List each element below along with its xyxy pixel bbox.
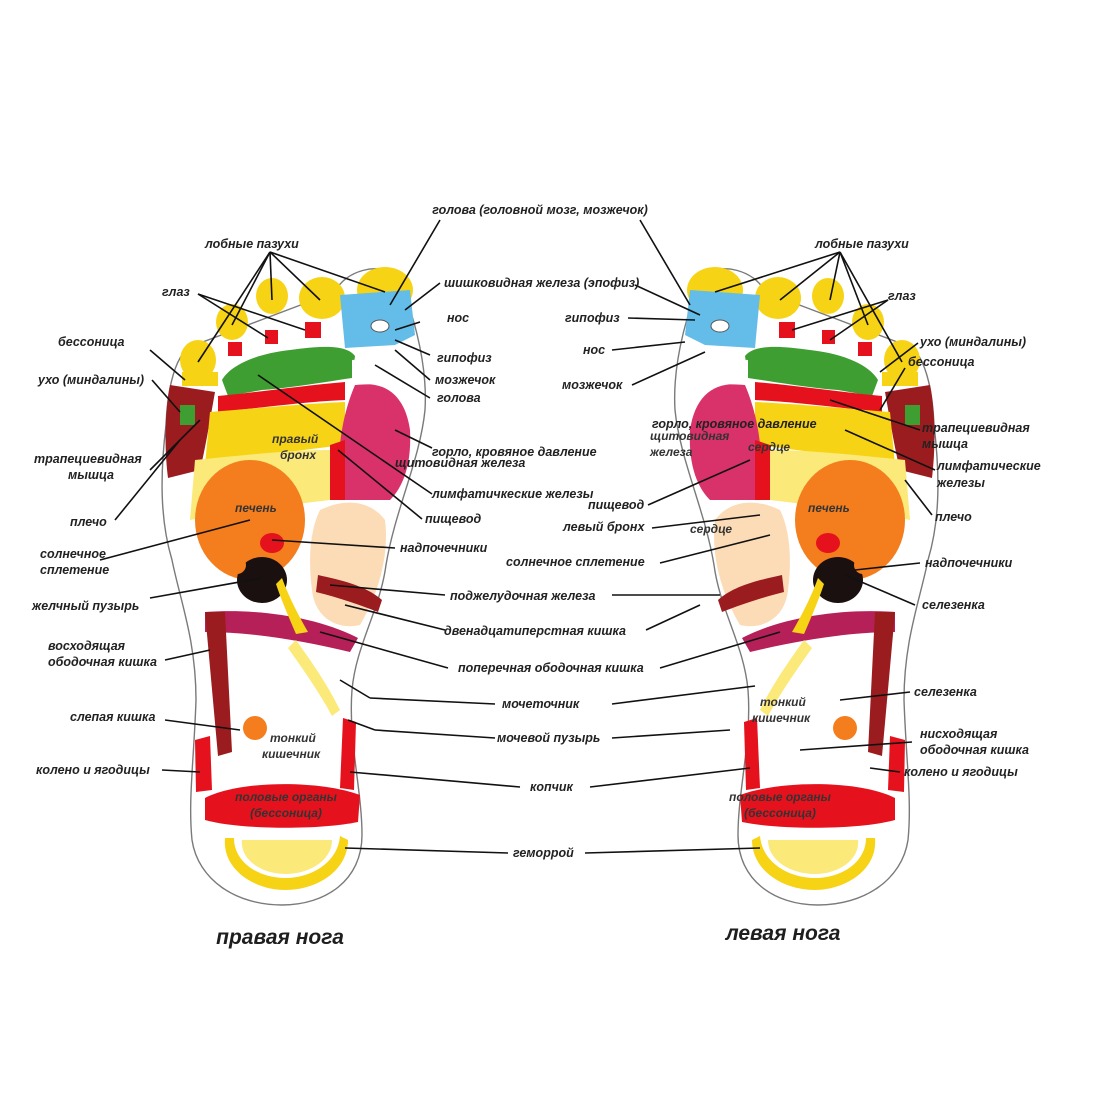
label-left-genitals-1: половые органы — [729, 790, 832, 804]
label-left-intestine-1: тонкий — [760, 695, 807, 709]
label-pancreas: поджелудочная железа — [450, 589, 595, 603]
label-left-lymph-1: лимфатические — [936, 459, 1041, 473]
label-throat-center: горло, кровяное давление — [432, 445, 597, 459]
label-left-colon-2: ободочная кишка — [920, 743, 1029, 757]
label-left-sinuses: лобные пазухи — [814, 237, 909, 251]
label-left-intestine-2: кишечник — [752, 711, 811, 725]
label-right-solar-1: солнечное — [40, 547, 106, 561]
label-right-nose: нос — [447, 311, 469, 325]
label-solar-center: солнечное сплетение — [506, 555, 645, 569]
label-right-colon-1: восходящая — [48, 639, 126, 653]
label-right-colon-2: ободочная кишка — [48, 655, 157, 669]
label-adrenals-center: надпочечники — [400, 541, 488, 555]
caption-right-foot: правая нога — [216, 926, 344, 949]
label-head-full: голова (головной мозг, мозжечок) — [432, 203, 648, 217]
label-right-esophagus: пищевод — [425, 512, 481, 526]
label-duodenum: двенадцатиперстная кишка — [444, 624, 626, 638]
label-right-appendix: слепая кишка — [70, 710, 156, 724]
leader-lines — [99, 219, 936, 854]
label-left-trapezius-2: мышца — [922, 437, 968, 451]
label-pineal: шишковидная железа (эпофиз) — [444, 276, 639, 290]
label-left-thyroid-2: железа — [649, 445, 693, 459]
label-left-heart-2: сердце — [690, 522, 732, 536]
label-left-insomnia: бессоница — [908, 355, 974, 369]
caption-left-foot: левая нога — [725, 922, 841, 945]
label-right-bronchus-2: бронх — [280, 448, 317, 462]
label-left-pituitary: гипофиз — [565, 311, 620, 325]
label-left-cerebellum: мозжечок — [562, 378, 623, 392]
label-left-bronchus: левый бронх — [562, 520, 645, 534]
label-right-bronchus-1: правый — [272, 432, 319, 446]
label-right-head: голова — [437, 391, 481, 405]
label-right-sinuses: лобные пазухи — [204, 237, 299, 251]
label-transverse-colon: поперечная ободочная кишка — [458, 661, 644, 675]
label-left-liver: печень — [808, 501, 850, 515]
label-left-nose: нос — [583, 343, 605, 357]
label-right-trapezius-2: мышца — [68, 468, 114, 482]
label-ureter: мочеточник — [502, 697, 580, 711]
label-right-solar-2: сплетение — [40, 563, 109, 577]
label-left-esophagus: пищевод — [588, 498, 644, 512]
label-right-eye: глаз — [162, 285, 190, 299]
label-left-eye: глаз — [888, 289, 916, 303]
label-coccyx: копчик — [530, 780, 574, 794]
label-left-thyroid-1: щитовидная — [650, 429, 729, 443]
label-left-adrenals: надпочечники — [925, 556, 1013, 570]
label-right-insomnia: бессоница — [58, 335, 124, 349]
label-right-liver: печень — [235, 501, 277, 515]
label-right-thyroid: щитовидная железа — [395, 456, 525, 470]
label-right-shoulder: плечо — [70, 515, 107, 529]
label-left-knee: колено и ягодицы — [904, 765, 1018, 779]
label-right-gallbladder: желчный пузырь — [31, 599, 139, 613]
label-right-pituitary: гипофиз — [437, 351, 492, 365]
label-left-colon-1: нисходящая — [920, 727, 998, 741]
label-left-shoulder: плечо — [935, 510, 972, 524]
label-right-intestine-2: кишечник — [262, 747, 321, 761]
label-left-throat: горло, кровяное давление — [652, 417, 817, 431]
label-left-heart: сердце — [748, 440, 790, 454]
label-right-trapezius-1: трапециевидная — [34, 452, 142, 466]
label-bladder: мочевой пузырь — [497, 731, 600, 745]
label-left-trapezius-1: трапециевидная — [922, 421, 1030, 435]
label-right-cerebellum: мозжечок — [435, 373, 496, 387]
label-right-genitals-1: половые органы — [235, 790, 338, 804]
label-right-genitals-2: (бессоница) — [250, 806, 322, 820]
label-left-spleen: селезенка — [922, 598, 985, 612]
label-lymph-center: лимфатичкеские железы — [431, 487, 594, 501]
label-right-knee: колено и ягодицы — [36, 763, 150, 777]
label-left-spleen-2: селезенка — [914, 685, 977, 699]
label-hemorrhoids: геморрой — [513, 846, 574, 860]
label-left-ear: ухо (миндалины) — [919, 335, 1026, 349]
label-left-genitals-2: (бессоница) — [744, 806, 816, 820]
label-right-intestine-1: тонкий — [270, 731, 317, 745]
label-right-ear: ухо (миндалины) — [37, 373, 144, 387]
label-left-lymph-2: железы — [936, 476, 985, 490]
